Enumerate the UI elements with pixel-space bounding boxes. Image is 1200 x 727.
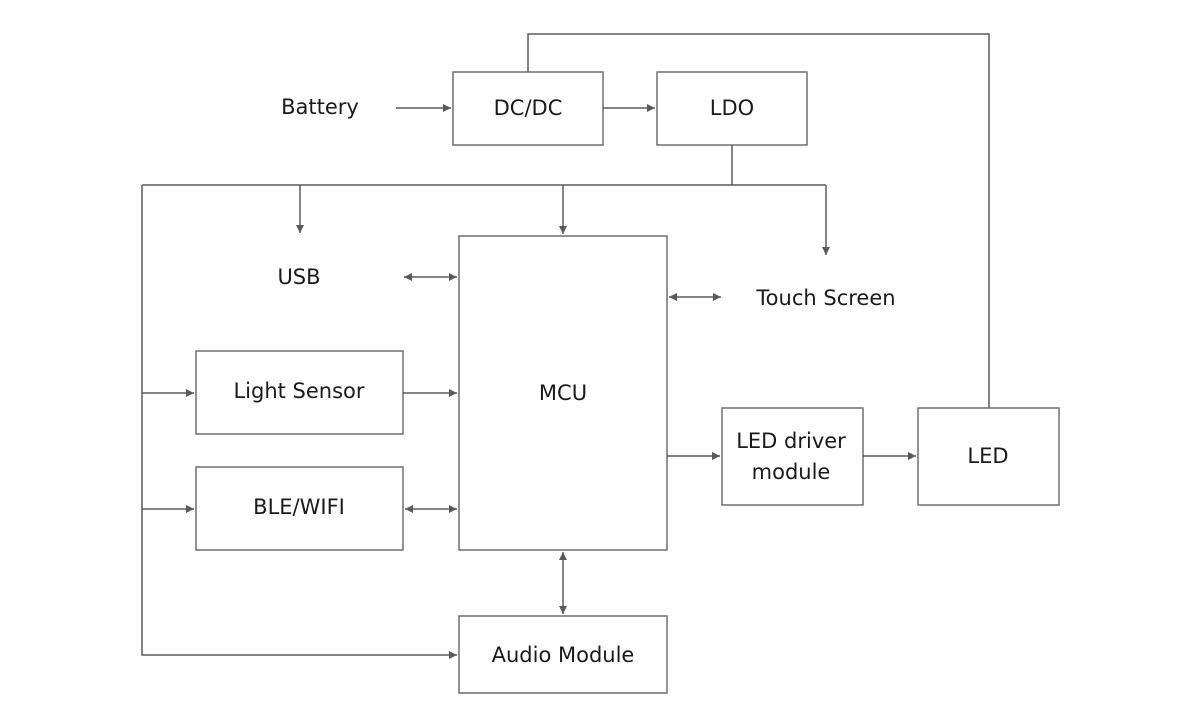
mcu-box — [458, 235, 668, 551]
led-driver-label-line2: module — [752, 460, 831, 484]
dcdc-to-led-power-line — [527, 33, 990, 408]
audio-module-box — [458, 615, 668, 694]
battery-label: Battery — [281, 95, 359, 119]
audio-module-label: Audio Module — [492, 643, 635, 667]
light-sensor-box — [195, 350, 404, 435]
dcdc-box — [452, 71, 604, 146]
touch-screen-label: Touch Screen — [755, 286, 895, 310]
ble-wifi-box — [195, 466, 404, 551]
light-sensor-label: Light Sensor — [233, 379, 364, 403]
dcdc-label: DC/DC — [494, 96, 563, 120]
ble-wifi-label: BLE/WIFI — [253, 495, 345, 519]
led-driver-box — [721, 407, 864, 506]
mcu-label: MCU — [539, 381, 587, 405]
led-label: LED — [967, 444, 1008, 468]
ldo-box — [656, 71, 808, 146]
led-driver-label-line1: LED driver — [736, 429, 846, 453]
led-box — [917, 407, 1060, 506]
ldo-label: LDO — [710, 96, 754, 120]
left-power-bus-line — [141, 185, 457, 659]
usb-label: USB — [277, 265, 320, 289]
